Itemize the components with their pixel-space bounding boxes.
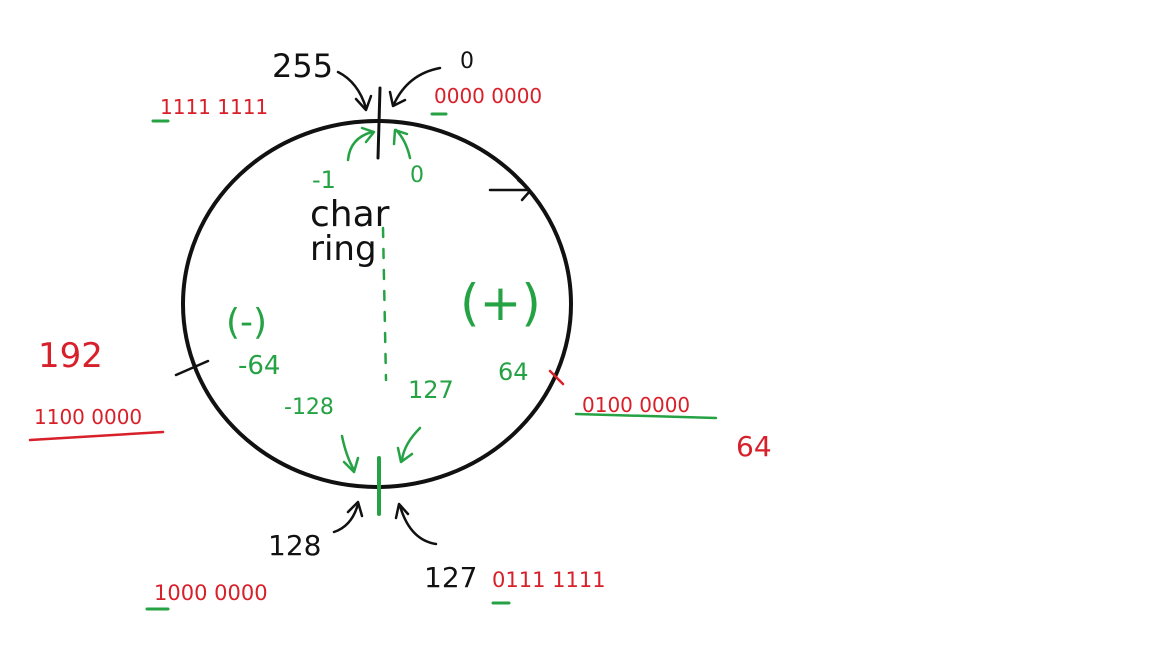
binary-label-0: 0000 0000 [434, 84, 542, 108]
unsigned-label-192: 192 [38, 336, 103, 376]
negative-half-label: (-) [226, 302, 267, 343]
signed-label-minus64: -64 [238, 351, 280, 381]
signed-label-minus1: -1 [312, 166, 336, 194]
green-arrow-minus1 [346, 126, 376, 162]
unsigned-label-64: 64 [736, 430, 772, 463]
left-tick-192 [174, 359, 210, 377]
top-boundary-tick [376, 86, 382, 160]
signed-label-minus128: -128 [284, 395, 334, 420]
signed-label-0: 0 [410, 163, 424, 188]
unsigned-label-255: 255 [272, 47, 333, 85]
green-arrow-0 [392, 128, 412, 160]
ring-label-line1: char [310, 194, 390, 235]
unsigned-label-127: 127 [424, 561, 477, 594]
direction-arrow [488, 178, 532, 202]
positive-half-label: (+) [460, 274, 541, 332]
underline-192 [28, 430, 165, 442]
half-divider [381, 226, 388, 382]
right-tick-64 [548, 369, 565, 386]
arrow-255 [336, 70, 373, 112]
arrow-0 [388, 66, 442, 108]
signed-label-64: 64 [498, 358, 529, 386]
green-arrow-minus128 [340, 434, 360, 474]
binary-label-192: 1100 0000 [34, 405, 142, 429]
binary-label-128: 1000 0000 [154, 581, 268, 605]
arrow-127 [394, 502, 438, 546]
binary-label-64: 0100 0000 [582, 393, 690, 417]
signed-label-127: 127 [408, 376, 454, 404]
green-arrow-127 [396, 426, 422, 464]
unsigned-label-0: 0 [460, 49, 474, 74]
underline-64 [574, 412, 718, 420]
unsigned-label-128: 128 [268, 529, 321, 562]
arrow-128 [332, 500, 364, 534]
ring-label-line2: ring [310, 229, 377, 269]
binary-label-255: 1111 1111 [160, 95, 268, 119]
binary-label-127: 0111 1111 [492, 568, 606, 592]
